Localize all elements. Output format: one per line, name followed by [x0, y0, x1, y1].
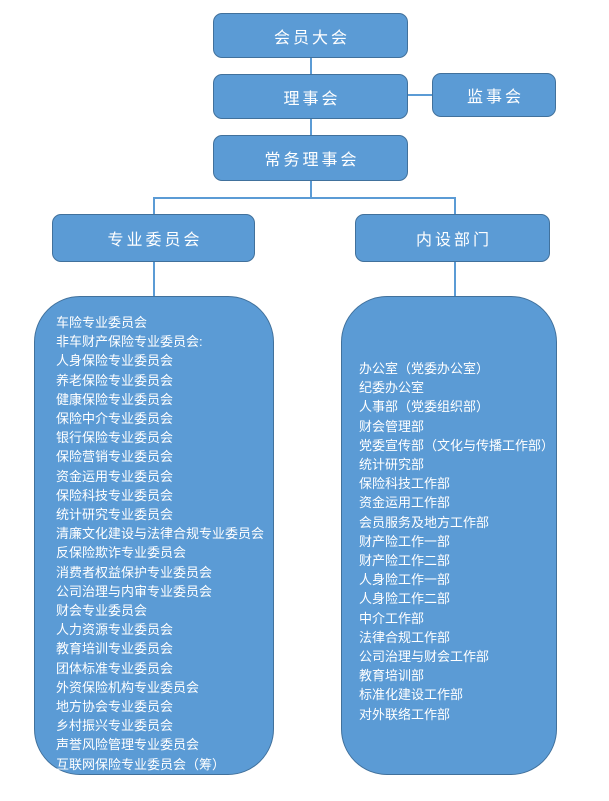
list-item: 养老保险专业委员会 — [56, 372, 174, 388]
connector-standing-stub — [310, 181, 312, 198]
list-item: 保险中介专业委员会 — [56, 411, 174, 427]
list-item: 保险科技工作部 — [359, 476, 451, 492]
list-item: 保险营销专业委员会 — [56, 449, 174, 465]
node-supervisory-board-label: 监事会 — [466, 89, 524, 106]
list-item: 地方协会专业委员会 — [56, 699, 174, 715]
node-departments-header: 内设部门 — [355, 214, 550, 262]
list-item: 人力资源专业委员会 — [56, 622, 174, 638]
list-item: 法律合规工作部 — [359, 629, 451, 645]
list-item: 人身险工作二部 — [359, 591, 451, 607]
list-item: 中介工作部 — [359, 610, 425, 626]
connector-members-to-council — [310, 57, 312, 74]
connector-branch-right-drop — [454, 197, 456, 214]
connector-branch-horizontal — [153, 197, 455, 199]
list-item: 清廉文化建设与法律合规专业委员会 — [56, 526, 265, 542]
list-item: 银行保险专业委员会 — [56, 430, 174, 446]
list-item: 资金运用工作部 — [359, 495, 451, 511]
list-item: 声誉风险管理专业委员会 — [56, 737, 200, 753]
list-item: 反保险欺诈专业委员会 — [56, 545, 187, 561]
list-item: 资金运用专业委员会 — [56, 468, 174, 484]
node-standing-council: 常务理事会 — [213, 135, 408, 181]
list-item: 纪委办公室 — [359, 380, 425, 396]
list-item: 车险专业委员会 — [56, 315, 148, 330]
list-item: 人事部（党委组织部） — [359, 399, 490, 415]
list-item: 人身保险专业委员会 — [56, 353, 174, 369]
committees-list-box: 车险专业委员会非车财产保险专业委员会: 人身保险专业委员会养老保险专业委员会健康保… — [34, 296, 274, 775]
departments-list: 办公室（党委办公室） 纪委办公室人事部（党委组织部） 财会管理部党委宣传部（文化与传… — [359, 359, 554, 724]
node-departments-header-label: 内设部门 — [415, 232, 492, 249]
list-item: 公司治理与内审专业委员会 — [56, 583, 213, 599]
list-item: 党委宣传部（文化与传播工作部） — [359, 437, 555, 453]
list-item: 办公室（党委办公室） — [359, 361, 490, 376]
list-item: 财产险工作二部 — [359, 553, 451, 569]
connector-branch-left-drop — [153, 197, 155, 214]
departments-list-box: 办公室（党委办公室） 纪委办公室人事部（党委组织部） 财会管理部党委宣传部（文化与传… — [341, 296, 557, 775]
list-item: 人身险工作一部 — [359, 572, 451, 588]
list-item: 财会管理部 — [359, 418, 425, 434]
node-committees-header: 专业委员会 — [52, 214, 255, 262]
list-item: 财产险工作一部 — [359, 533, 451, 549]
list-item: 统计研究专业委员会 — [56, 507, 174, 523]
list-item: 财会专业委员会 — [56, 603, 148, 619]
node-members-meeting-label: 会员大会 — [273, 29, 350, 47]
list-item: 健康保险专业委员会 — [56, 391, 174, 407]
list-item: 外资保险机构专业委员会 — [56, 679, 200, 695]
list-item: 教育培训部 — [359, 668, 425, 684]
list-item: 非车财产保险专业委员会: — [56, 334, 203, 350]
list-item: 互联网保险专业委员会（筹） — [56, 756, 226, 772]
node-council-label: 理事会 — [283, 90, 341, 108]
node-committees-header-label: 专业委员会 — [107, 232, 203, 249]
connector-departments-drop — [454, 262, 456, 296]
list-item: 会员服务及地方工作部 — [359, 514, 490, 530]
list-item: 公司治理与财会工作部 — [359, 649, 490, 665]
connector-committees-drop — [153, 262, 155, 296]
connector-council-to-supervisory — [408, 94, 432, 96]
connector-council-to-standing — [310, 119, 312, 135]
list-item: 团体标准专业委员会 — [56, 660, 174, 676]
list-item: 消费者权益保护专业委员会 — [56, 564, 213, 580]
list-item: 教育培训专业委员会 — [56, 641, 174, 657]
node-council: 理事会 — [213, 74, 408, 119]
list-item: 标准化建设工作部 — [359, 687, 464, 703]
node-standing-council-label: 常务理事会 — [264, 152, 360, 169]
committees-list: 车险专业委员会非车财产保险专业委员会: 人身保险专业委员会养老保险专业委员会健康保… — [56, 313, 264, 774]
node-supervisory-board: 监事会 — [432, 73, 556, 117]
list-item: 乡村振兴专业委员会 — [56, 718, 174, 734]
node-members-meeting: 会员大会 — [213, 13, 408, 58]
list-item: 保险科技专业委员会 — [56, 487, 174, 503]
list-item: 统计研究部 — [359, 457, 425, 473]
list-item: 对外联络工作部 — [359, 706, 451, 722]
